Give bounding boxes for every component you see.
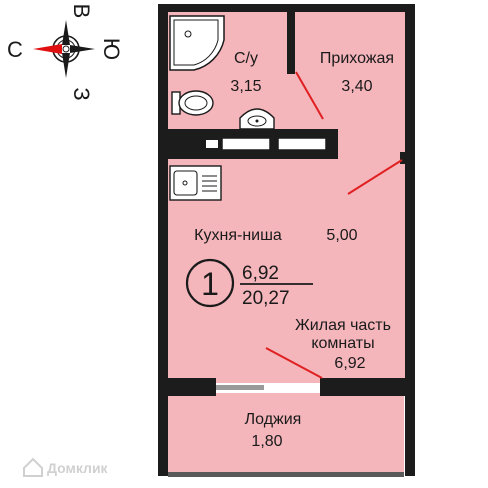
bathroom-name: С/у: [234, 50, 258, 67]
compass: С В Ю З: [7, 4, 124, 101]
door-hallway: [295, 71, 324, 120]
wall-living-loggia-left: [168, 378, 216, 396]
compass-north-label: С: [7, 37, 23, 62]
bathroom-area: 3,15: [230, 78, 261, 95]
compass-arrow-up: [62, 20, 70, 45]
compass-arrow-north: [33, 44, 62, 54]
door-entrance: [347, 159, 403, 195]
wall-left: [158, 4, 168, 476]
kitchen-area: 5,00: [326, 227, 357, 244]
watermark-house-icon: [23, 457, 43, 477]
summary-total-area: 20,27: [242, 288, 290, 309]
compass-south-label: Ю: [99, 38, 124, 60]
partition-panel-2: [277, 137, 327, 151]
washbasin-icon: [239, 108, 275, 130]
summary-badge: 1 6,92 20,27: [185, 258, 313, 309]
watermark: Домклик: [23, 457, 109, 477]
doors: [265, 71, 403, 379]
fixtures: [169, 15, 275, 201]
compass-center: [62, 45, 70, 53]
hallway-area: 3,40: [341, 78, 372, 95]
wall-stub-right: [400, 152, 415, 164]
room-labels: С/у 3,15 Прихожая 3,40 Кухня-ниша 5,00 Ж…: [194, 50, 394, 450]
compass-east-label: В: [69, 4, 94, 19]
wall-bathroom-hallway: [287, 10, 295, 74]
watermark-text: Домклик: [47, 460, 109, 476]
wall-right: [405, 4, 415, 476]
loggia-area: 1,80: [251, 433, 282, 450]
loggia-floor: [168, 393, 404, 475]
kitchen-sink-icon: [169, 165, 222, 201]
loggia-name: Лоджия: [245, 411, 302, 428]
door-loggia: [265, 347, 323, 379]
partition-panel-small: [206, 140, 218, 148]
partition-panels: [206, 137, 327, 390]
living-name-line1: Жилая часть: [295, 317, 391, 334]
compass-arrow-down: [62, 53, 70, 78]
toilet-icon: [171, 90, 214, 116]
compass-arrow-right: [70, 45, 95, 53]
room-count: 1: [201, 266, 219, 302]
shower-icon: [169, 15, 225, 71]
compass-west-label: З: [69, 87, 94, 100]
hallway-name: Прихожая: [320, 50, 394, 67]
loggia-window: [216, 385, 264, 390]
wall-living-loggia-right: [320, 378, 415, 396]
kitchen-name: Кухня-ниша: [194, 227, 282, 244]
room-count-circle: [185, 258, 235, 308]
partition-panel-1: [221, 137, 271, 151]
wall-loggia-bottom: [168, 472, 404, 477]
wall-top: [158, 4, 415, 12]
living-area: 6,92: [334, 355, 365, 372]
living-name-line2: комнаты: [311, 335, 374, 352]
summary-living-area: 6,92: [242, 263, 279, 284]
